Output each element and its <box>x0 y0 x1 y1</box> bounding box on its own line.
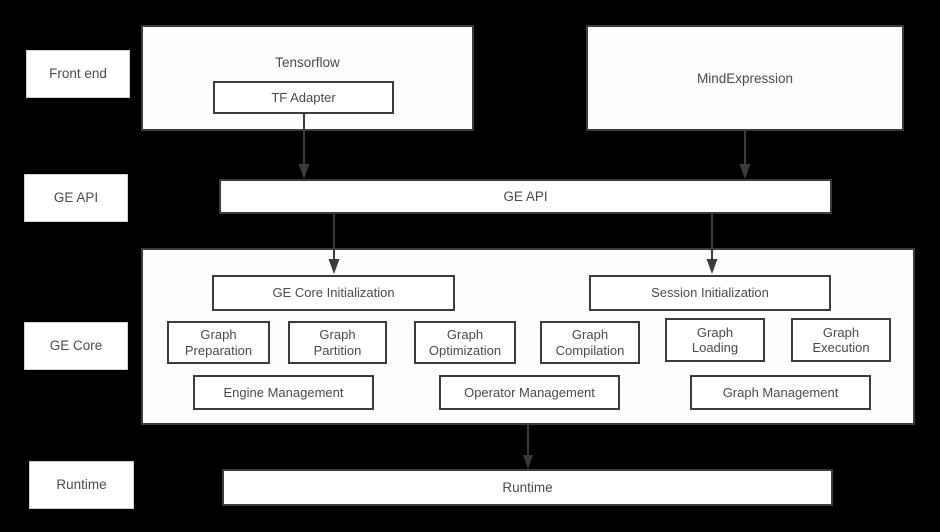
engine-management-box[interactable]: Engine Management <box>193 375 374 410</box>
session-initialization-box[interactable]: Session Initialization <box>589 275 831 311</box>
graph-partition-box[interactable]: Graph Partition <box>288 321 387 364</box>
graph-optimization-box[interactable]: Graph Optimization <box>414 321 516 364</box>
arrow-mindexpression-to-ge-api <box>737 130 753 180</box>
arrow-ge-api-to-ge-core-initialization <box>326 213 342 275</box>
graph-execution-box[interactable]: Graph Execution <box>791 318 891 362</box>
layer-label-ge-core: GE Core <box>24 322 128 370</box>
operator-management-box[interactable]: Operator Management <box>439 375 620 410</box>
arrow-ge-api-to-session-initialization <box>704 213 720 275</box>
graph-loading-box[interactable]: Graph Loading <box>665 318 765 362</box>
arrow-ge-core-to-runtime <box>520 425 536 470</box>
layer-label-front-end: Front end <box>26 50 130 98</box>
layer-label-runtime: Runtime <box>29 461 134 509</box>
mindexpression-group <box>586 25 904 131</box>
layer-label-ge-api: GE API <box>24 174 128 222</box>
runtime-bar[interactable]: Runtime <box>222 469 833 506</box>
ge-api-bar[interactable]: GE API <box>219 179 832 214</box>
arrow-tf-adapter-to-ge-api <box>296 112 312 180</box>
tensorflow-label: Tensorflow <box>275 55 340 70</box>
graph-compilation-box[interactable]: Graph Compilation <box>540 321 640 364</box>
ge-core-initialization-box[interactable]: GE Core Initialization <box>212 275 455 311</box>
graph-management-box[interactable]: Graph Management <box>690 375 871 410</box>
mindexpression-label: MindExpression <box>696 71 794 86</box>
tf-adapter-box[interactable]: TF Adapter <box>213 81 394 114</box>
graph-preparation-box[interactable]: Graph Preparation <box>167 321 270 364</box>
